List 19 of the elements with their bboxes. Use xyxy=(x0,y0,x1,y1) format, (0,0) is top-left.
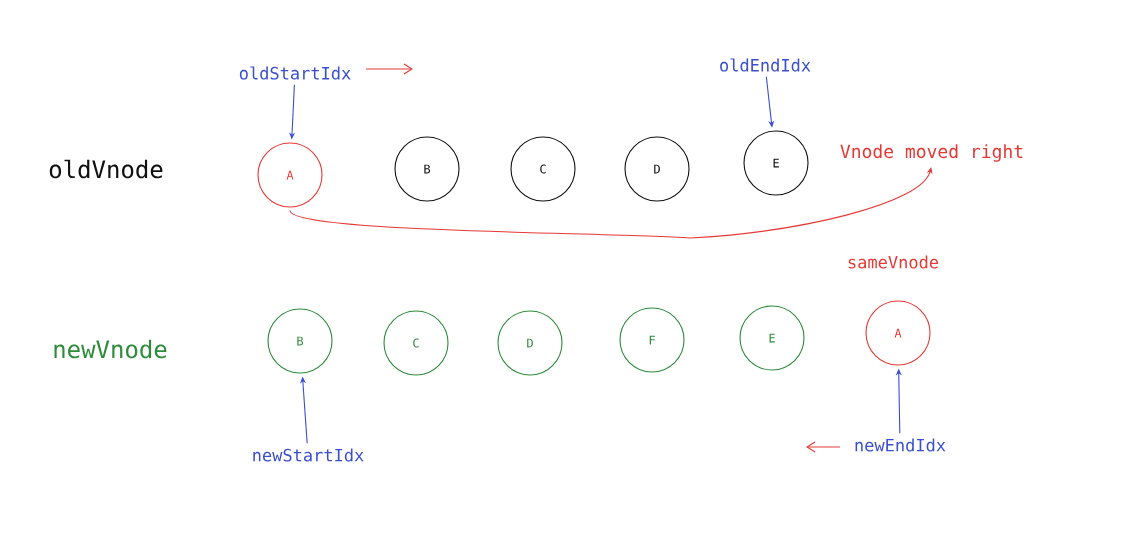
circle-node: A xyxy=(865,300,931,366)
note-text: Vnode moved right xyxy=(840,144,1023,162)
row-label: oldVnode xyxy=(49,159,163,179)
circle-node: C xyxy=(510,136,576,202)
circle-node: B xyxy=(394,136,460,202)
circle-node: F xyxy=(619,307,685,373)
row-label: newVnode xyxy=(54,339,167,359)
pointer-label: newEndIdx xyxy=(855,438,946,452)
circle-node: D xyxy=(624,136,690,202)
edge-label: sameVnode xyxy=(844,253,942,271)
pointer-label: oldEndIdx xyxy=(720,58,811,72)
circle-node: E xyxy=(743,130,809,196)
circle-node: B xyxy=(267,308,333,374)
circle-node: E xyxy=(739,305,805,371)
pointer-label: newStartIdx xyxy=(253,448,364,462)
circle-node: C xyxy=(383,310,449,376)
pointer-label: oldStartIdx xyxy=(239,66,351,80)
circle-node: A xyxy=(257,142,323,208)
circle-node: D xyxy=(497,310,563,376)
